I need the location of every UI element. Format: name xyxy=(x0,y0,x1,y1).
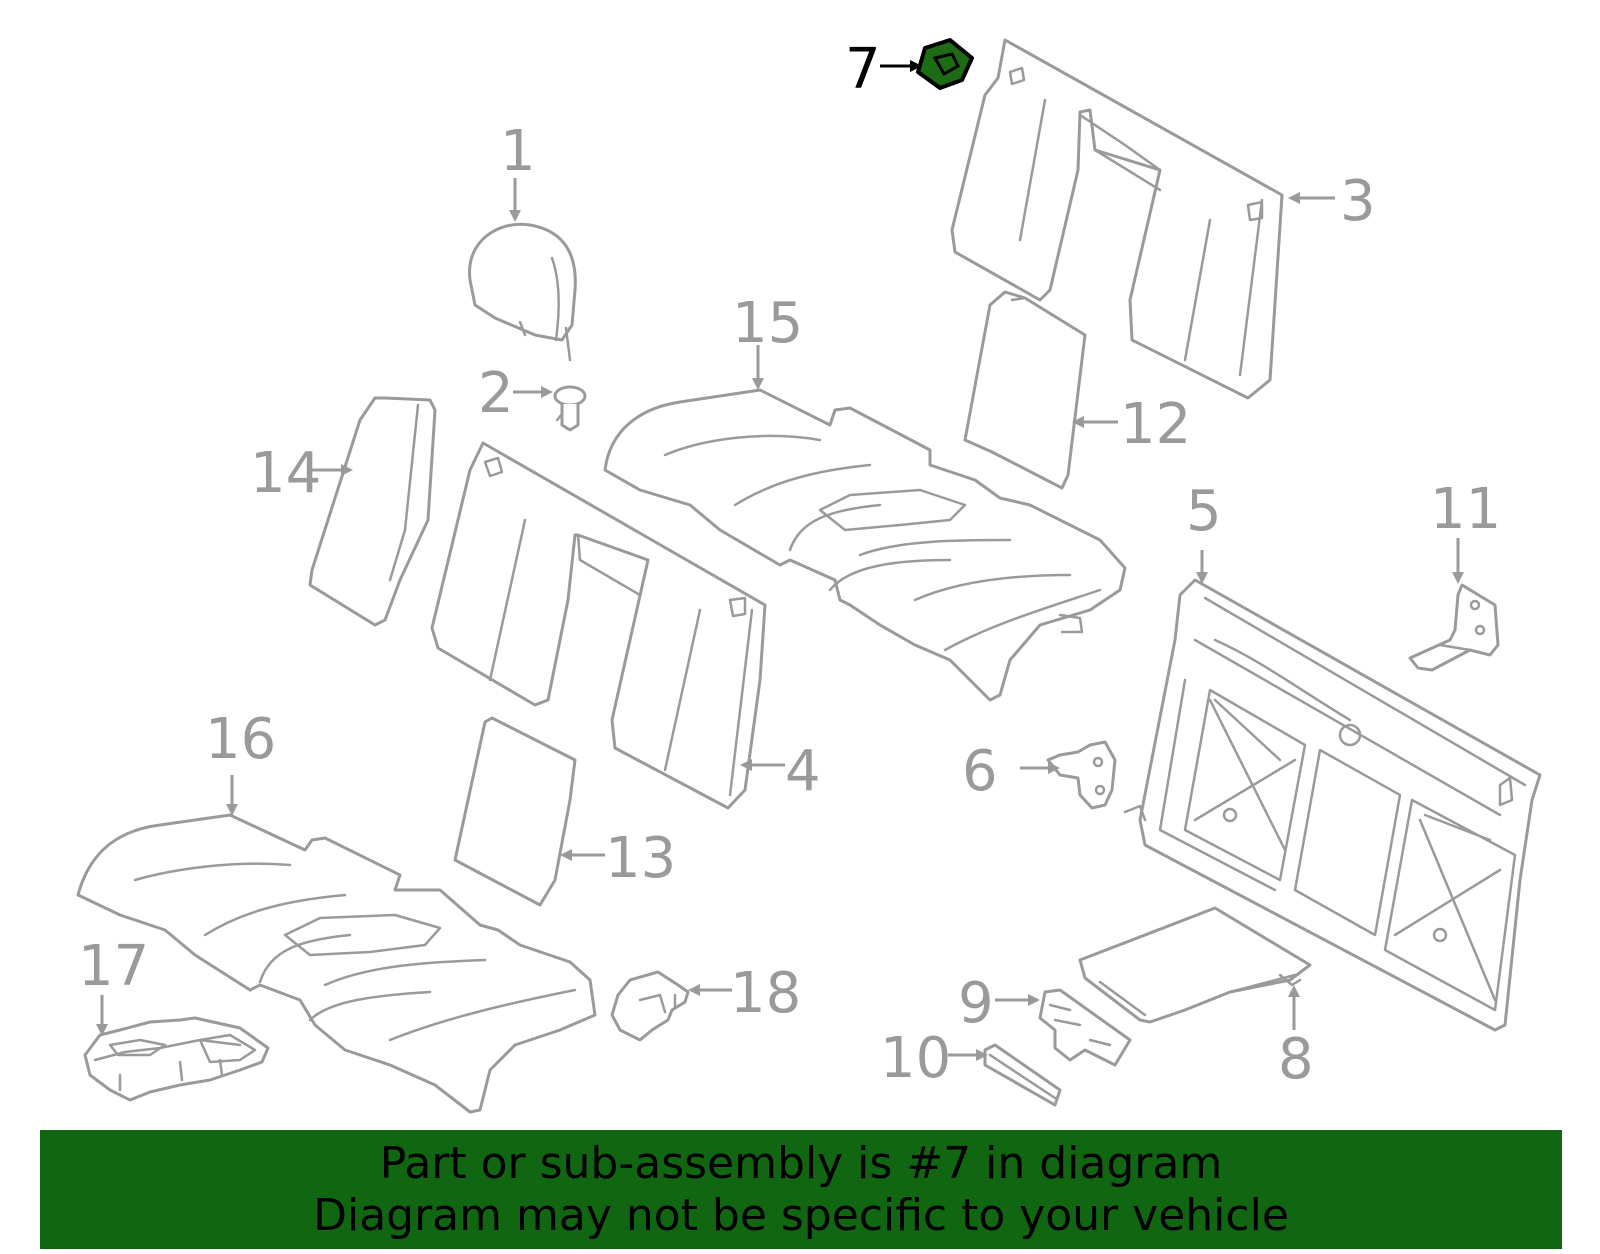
part-3-seat-back-cover-right[interactable] xyxy=(950,38,1284,400)
part-13-seat-back-pad-left[interactable] xyxy=(453,716,577,907)
part-8-armrest-panel[interactable] xyxy=(1078,906,1312,1024)
part-6-hinge-bracket[interactable] xyxy=(1046,740,1117,810)
callout-11-label: 11 xyxy=(1430,477,1501,542)
callout-2-label: 2 xyxy=(478,361,514,426)
callout-12-arrow xyxy=(1072,416,1118,428)
part-7-cap[interactable] xyxy=(916,38,974,90)
part-9-bracket[interactable] xyxy=(1038,988,1132,1067)
callout-12-label: 12 xyxy=(1120,392,1191,457)
callout-1-label: 1 xyxy=(500,119,536,184)
callout-18-arrow xyxy=(688,984,732,996)
banner-line-1: Part or sub-assembly is #7 in diagram xyxy=(379,1138,1223,1189)
callout-5-arrow xyxy=(1196,550,1208,584)
banner-line-2: Diagram may not be specific to your vehi… xyxy=(313,1190,1289,1241)
callout-1-arrow xyxy=(509,178,521,222)
callout-6-arrow xyxy=(1020,762,1060,774)
callout-8-label: 8 xyxy=(1278,1027,1314,1092)
callout-13-label: 13 xyxy=(605,826,676,891)
part-15-cushion-cover-upper[interactable] xyxy=(603,388,1127,702)
callout-5-label: 5 xyxy=(1186,479,1222,544)
callout-3-arrow xyxy=(1288,192,1335,204)
part-12-seat-back-pad-right[interactable] xyxy=(963,290,1087,490)
callout-10-label: 10 xyxy=(880,1026,951,1091)
callout-17-label: 17 xyxy=(78,934,149,999)
callout-13-arrow xyxy=(560,849,605,861)
callout-9-arrow xyxy=(995,994,1040,1006)
callout-10-arrow xyxy=(948,1049,988,1061)
part-18-clip[interactable] xyxy=(610,970,690,1042)
callout-2-arrow xyxy=(513,386,553,398)
callout-4-arrow xyxy=(740,759,785,771)
callout-15-arrow xyxy=(752,345,764,390)
callout-14-label: 14 xyxy=(250,441,321,506)
callout-18-label: 18 xyxy=(730,961,801,1026)
callout-14-arrow xyxy=(312,464,353,476)
callout-4-label: 4 xyxy=(785,739,821,804)
part-1-headrest[interactable] xyxy=(468,222,577,362)
info-banner: Part or sub-assembly is #7 in diagram Di… xyxy=(40,1130,1562,1249)
callout-15-label: 15 xyxy=(732,291,803,356)
callout-16-arrow xyxy=(226,775,238,816)
callout-9-label: 9 xyxy=(958,971,994,1036)
part-16-cushion-cover-lower[interactable] xyxy=(76,813,597,1114)
part-4-seat-back-cover-left[interactable] xyxy=(430,441,767,810)
part-10-trim-strip[interactable] xyxy=(983,1043,1062,1107)
callout-17-arrow xyxy=(96,995,108,1036)
callout-11-arrow xyxy=(1452,538,1464,584)
part-14-side-bolster[interactable] xyxy=(308,396,437,627)
part-17-cushion-pad[interactable] xyxy=(83,1016,270,1102)
part-11-mount-bracket[interactable] xyxy=(1408,583,1500,672)
part-2-headrest-guide[interactable] xyxy=(553,385,587,432)
callout-8-arrow xyxy=(1288,985,1300,1030)
callout-7-label: 7 xyxy=(845,37,881,102)
callout-6-label: 6 xyxy=(962,739,998,804)
callout-3-label: 3 xyxy=(1340,169,1376,234)
callout-7-arrow xyxy=(880,60,922,72)
callout-16-label: 16 xyxy=(205,707,276,772)
part-5-seat-back-frame[interactable] xyxy=(1123,578,1542,1032)
